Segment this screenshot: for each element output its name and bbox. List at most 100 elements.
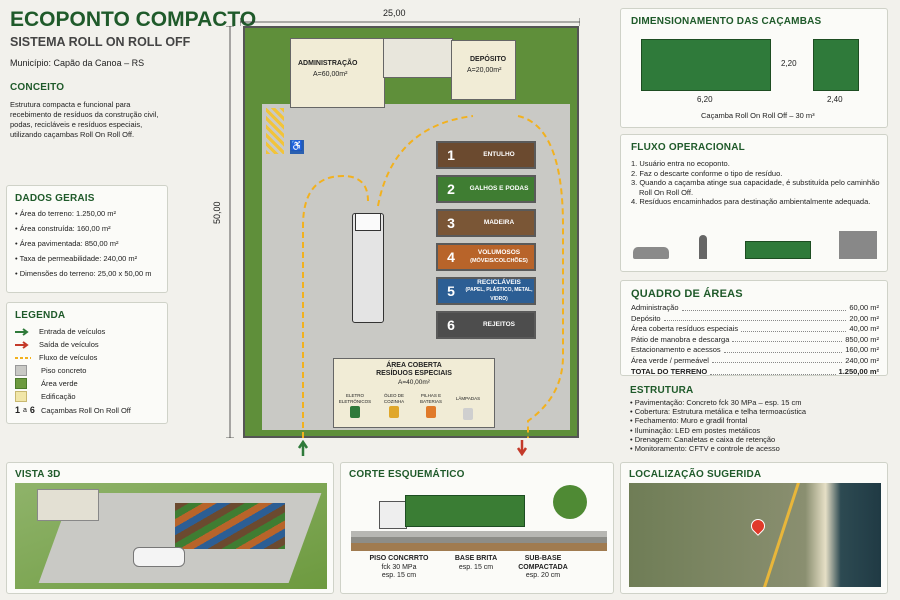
page-subtitle: SISTEMA ROLL ON ROLL OFF xyxy=(10,35,191,49)
quadro-total-value: 1.250,00 m² xyxy=(838,367,879,376)
estrutura-item: • Cobertura: Estrutura metálica e telha … xyxy=(630,407,807,417)
bin-3: 3 MADEIRA xyxy=(436,209,536,237)
quadro-value: 850,00 m² xyxy=(845,334,879,344)
legenda-panel: LEGENDA Entrada de veículos Saída de veí… xyxy=(6,302,168,424)
estrutura-item: • Drenagem: Canaletas e caixa de retençã… xyxy=(630,434,776,444)
especial-bin xyxy=(463,407,473,420)
quadro-value: 60,00 m² xyxy=(849,303,879,312)
coberta-sub: RESÍDUOS ESPECIAIS xyxy=(376,370,452,377)
bin-label-text: RECICLÁVEIS xyxy=(477,278,521,286)
quadro-total-row: TOTAL DO TERRENO 1.250,00 m² xyxy=(631,367,879,378)
corte-label: COMPACTADA xyxy=(518,563,568,571)
admin-label: ADMINISTRAÇÃO xyxy=(298,60,358,67)
bin-number: 5 xyxy=(447,283,455,299)
legend-label: Saída de veículos xyxy=(39,340,99,349)
corte-truck-cab xyxy=(379,501,407,529)
dados-gerais-title: DADOS GERAIS xyxy=(15,193,95,204)
quadro-value: 20,00 m² xyxy=(849,313,879,323)
corte-label: fck 30 MPa xyxy=(381,563,417,571)
especial-eletro: ELETRO ELETRÔNICOS xyxy=(337,393,373,418)
dados-item: • Taxa de permeabilidade: 240,00 m² xyxy=(15,254,138,263)
quadro-total-name: TOTAL DO TERRENO xyxy=(631,367,708,376)
green-arrow-icon xyxy=(15,327,29,336)
bin-number: 1 xyxy=(447,147,455,163)
vehicle-flow xyxy=(302,115,564,438)
bin-label: VOLUMOSOS(MÓVEIS/COLCHÕES) xyxy=(464,249,534,265)
especial-oleo: ÓLEO DE COZINHA xyxy=(376,393,412,418)
dimensionamento-title: DIMENSIONAMENTO DAS CAÇAMBAS xyxy=(631,16,822,27)
concrete-swatch-icon xyxy=(15,365,27,376)
dados-item: • Área construída: 160,00 m² xyxy=(15,224,111,233)
car-icon xyxy=(633,247,669,259)
quadro-name: Área coberta resíduos especiais xyxy=(631,324,739,333)
corte-layer-subbase xyxy=(351,543,607,551)
render-building xyxy=(37,489,99,521)
legend-entry: Fluxo de veículos xyxy=(15,351,131,364)
location-map xyxy=(629,483,881,587)
quadro-name: Administração xyxy=(631,303,679,312)
person-icon xyxy=(699,235,707,259)
dados-item: • Dimensões do terreno: 25,00 x 50,00 m xyxy=(15,269,152,278)
legend-label: Fluxo de veículos xyxy=(39,353,98,362)
dim-height: 2,20 xyxy=(781,59,797,68)
parking-hatch xyxy=(266,108,284,154)
corte-tree xyxy=(553,485,587,519)
legend-entry: Entrada de veículos xyxy=(15,325,131,338)
quadro-value: 40,00 m² xyxy=(849,324,879,333)
corte-layer-brita xyxy=(351,537,607,543)
quadro-name: Pátio de manobra e descarga xyxy=(631,334,730,344)
especial-label: ELETRO ELETRÔNICOS xyxy=(338,393,372,404)
dados-item: • Área do terreno: 1.250,00 m² xyxy=(15,209,117,218)
admin-building xyxy=(290,38,385,108)
corte-label: esp. 15 cm xyxy=(381,572,417,579)
estrutura-title: ESTRUTURA xyxy=(630,385,694,396)
dimensionamento-panel: DIMENSIONAMENTO DAS CAÇAMBAS 6,20 2,20 2… xyxy=(620,8,888,128)
estrutura-item: • Iluminação: LED em postes metálicos xyxy=(630,425,761,435)
bin-label: MADEIRA xyxy=(464,219,534,227)
especial-bin xyxy=(426,406,436,418)
corte-truck-body xyxy=(405,495,525,527)
bin-label-text: VOLUMOSOS xyxy=(477,249,521,256)
dim-width-label: 25,00 xyxy=(383,8,406,18)
building-swatch-icon xyxy=(15,391,27,402)
render-bins xyxy=(175,503,285,549)
quadro-value: 240,00 m² xyxy=(845,355,879,365)
bin-label-text: REJEITOS xyxy=(482,321,516,329)
bin-sublabel: (MÓVEIS/COLCHÕES) xyxy=(470,257,528,264)
quadro-name: Estacionamento e acessos xyxy=(631,345,721,354)
legend-label: Caçambas Roll On Roll Off xyxy=(40,405,131,415)
dados-item: • Área pavimentada: 850,00 m² xyxy=(15,239,119,248)
fluxo-title: FLUXO OPERACIONAL xyxy=(631,142,745,153)
dim-width: 2,40 xyxy=(827,95,843,104)
bin-label: GALHOS E PODAS xyxy=(464,185,534,193)
fluxo-panel: FLUXO OPERACIONAL 1. Usuário entra no ec… xyxy=(620,134,888,272)
especial-bin xyxy=(350,406,360,418)
corte-title: CORTE ESQUEMÁTICO xyxy=(349,469,465,480)
conceito-title: CONCEITO xyxy=(10,82,65,93)
coberta-area: A=40,00m² xyxy=(398,379,430,386)
legend-range-start: 1 xyxy=(15,405,21,415)
dim-height-label: 50,00 xyxy=(212,201,222,224)
recycling-facility-icon xyxy=(839,231,877,259)
wc-block xyxy=(383,38,453,78)
corte-label: SUB-BASE xyxy=(524,555,562,562)
corte-label: PISO CONCRRTO xyxy=(369,555,429,562)
corte-label: BASE BRITA xyxy=(454,555,498,562)
localizacao-title: LOCALIZAÇÃO SUGERIDA xyxy=(629,469,762,480)
legend-entry: 1 a 6 Caçambas Roll On Roll Off xyxy=(15,403,131,417)
vista3d-render xyxy=(15,483,327,589)
entrance-arrow-icon xyxy=(297,440,309,456)
corte-label: esp. 20 cm xyxy=(525,572,561,579)
coberta-title: ÁREA COBERTA xyxy=(386,362,442,369)
truck-icon xyxy=(745,241,811,259)
legend-entry: Piso concreto xyxy=(15,364,131,377)
red-arrow-icon xyxy=(15,340,29,349)
truck-cab xyxy=(355,213,381,231)
container-front-view xyxy=(813,39,859,91)
bin-number: 3 xyxy=(447,215,455,231)
fluxo-step: 3. Quando a caçamba atinge sua capacidad… xyxy=(631,178,880,197)
